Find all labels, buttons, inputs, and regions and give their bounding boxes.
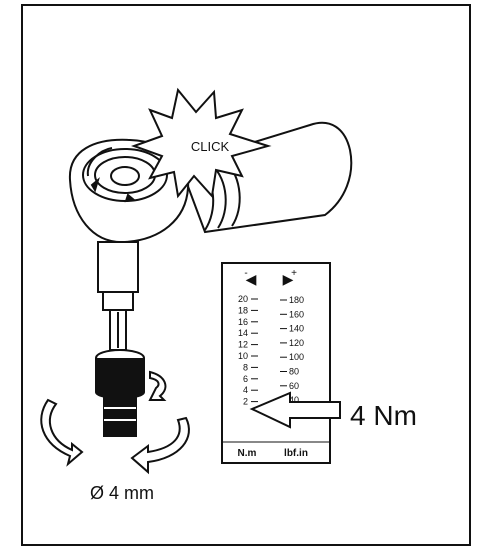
nm-tick-label: 2 (243, 397, 248, 407)
nm-tick-label: 12 (238, 340, 248, 350)
click-text: CLICK (191, 139, 230, 154)
nm-tick-label: 8 (243, 362, 248, 372)
scale-left-minus: - (244, 268, 247, 279)
lbf-tick-label: 60 (289, 381, 299, 391)
implant (95, 349, 145, 437)
driver-shaft (97, 241, 139, 351)
lbf-tick-label: 120 (289, 338, 304, 348)
nm-tick-label: 18 (238, 305, 248, 315)
nm-tick-label: 20 (238, 294, 248, 304)
lbf-tick-label: 180 (289, 295, 304, 305)
lbf-tick-label: 140 (289, 324, 304, 334)
scale-left-symbol: ◀ (246, 271, 257, 287)
ratchet-head (68, 138, 190, 244)
scale-right-unit: lbf.in (284, 448, 308, 459)
diameter-label: Ø 4 mm (90, 483, 154, 503)
nm-tick-label: 16 (238, 317, 248, 327)
scale-left-unit: N.m (238, 448, 257, 459)
lbf-tick-label: 40 (289, 395, 299, 405)
click-burst: CLICK (131, 87, 272, 199)
pointer-label: 4 Nm (350, 400, 417, 431)
torque-pointer-arrow (249, 391, 341, 429)
scale-border (221, 262, 331, 464)
scale-right-plus: + (291, 268, 297, 279)
nm-tick-label: 6 (243, 374, 248, 384)
lbf-tick-label: 160 (289, 309, 304, 319)
nm-tick-label: 4 (243, 385, 248, 395)
starburst-shape (131, 87, 272, 199)
nm-tick-label: 10 (238, 351, 248, 361)
lbf-tick-label: 80 (289, 367, 299, 377)
rotation-arrows (40, 370, 190, 475)
lbf-tick-labels: 180 160 140 120 100 80 60 40 (280, 295, 304, 405)
nm-tick-label: 14 (238, 328, 248, 338)
scale-right-symbol: ▶ (283, 271, 294, 287)
lbf-tick-label: 100 (289, 352, 304, 362)
